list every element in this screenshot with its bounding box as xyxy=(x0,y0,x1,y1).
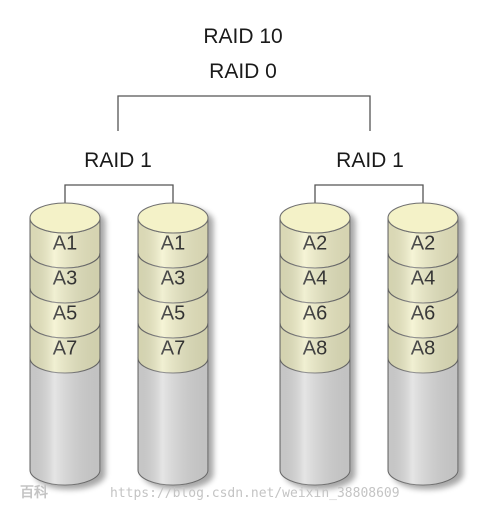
block-label: A4 xyxy=(411,268,435,290)
watermark-brand: 百科 xyxy=(20,484,48,501)
block-label: A8 xyxy=(411,338,435,360)
disk-free-space xyxy=(387,357,459,486)
watermark: 百科 https://blog.csdn.net/weixin_38808609 xyxy=(20,484,400,501)
block-label: A1 xyxy=(161,233,185,255)
block-label: A5 xyxy=(53,303,77,325)
block-label: A7 xyxy=(53,338,77,360)
block-label: A4 xyxy=(303,268,327,290)
raid1-left-label: RAID 1 xyxy=(84,149,152,172)
block-label: A6 xyxy=(411,303,435,325)
disk-top-cap xyxy=(29,202,101,234)
disk-top-cap xyxy=(387,202,459,234)
disk-top-cap xyxy=(137,202,209,234)
disk-free-space xyxy=(279,357,351,486)
raid10-title: RAID 10 xyxy=(203,25,282,48)
raid1-right-label: RAID 1 xyxy=(336,149,404,172)
disk-free-space xyxy=(137,357,209,486)
block-label: A3 xyxy=(161,268,185,290)
block-label: A2 xyxy=(411,233,435,255)
raid0-connector xyxy=(117,95,371,131)
block-label: A1 xyxy=(53,233,77,255)
block-label: A5 xyxy=(161,303,185,325)
watermark-url: https://blog.csdn.net/weixin_38808609 xyxy=(110,486,400,501)
raid0-title: RAID 0 xyxy=(209,60,277,83)
raid1-right-connector xyxy=(314,184,424,218)
disk-free-space xyxy=(29,357,101,486)
disk-top-cap xyxy=(279,202,351,234)
raid1-left-connector xyxy=(64,184,174,218)
block-label: A2 xyxy=(303,233,327,255)
block-label: A7 xyxy=(161,338,185,360)
block-label: A3 xyxy=(53,268,77,290)
block-label: A6 xyxy=(303,303,327,325)
block-label: A8 xyxy=(303,338,327,360)
